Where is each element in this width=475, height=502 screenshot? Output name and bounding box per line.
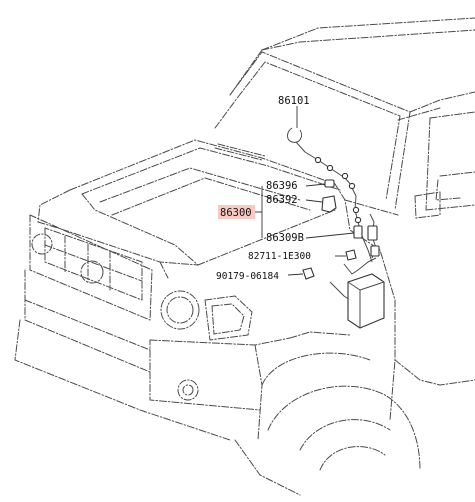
wiper-link-part	[287, 127, 303, 143]
bracket-part	[321, 195, 337, 213]
parts-group	[287, 127, 385, 329]
speaker-clip-part	[324, 179, 335, 188]
highlight-assembly-main	[218, 205, 255, 219]
clip-part	[302, 267, 315, 280]
label-group: 86101 86396 86392 86300 86309B 82711-1E3…	[216, 95, 311, 282]
label-bolt[interactable]: 82711-1E300	[248, 251, 311, 262]
connector-part	[353, 225, 363, 239]
bolt-part	[345, 249, 357, 261]
leader-lines	[255, 106, 355, 276]
label-assembly-main[interactable]: 86300	[220, 207, 252, 219]
label-wiper-link[interactable]: 86101	[278, 95, 310, 107]
control-module-part	[347, 273, 385, 329]
vehicle-outline	[14, 17, 475, 496]
label-connector[interactable]: 86309B	[266, 232, 304, 244]
label-bracket[interactable]: 86392	[266, 194, 298, 206]
label-speaker-clip[interactable]: 86396	[266, 180, 298, 192]
label-clip[interactable]: 90179-06184	[216, 271, 279, 282]
